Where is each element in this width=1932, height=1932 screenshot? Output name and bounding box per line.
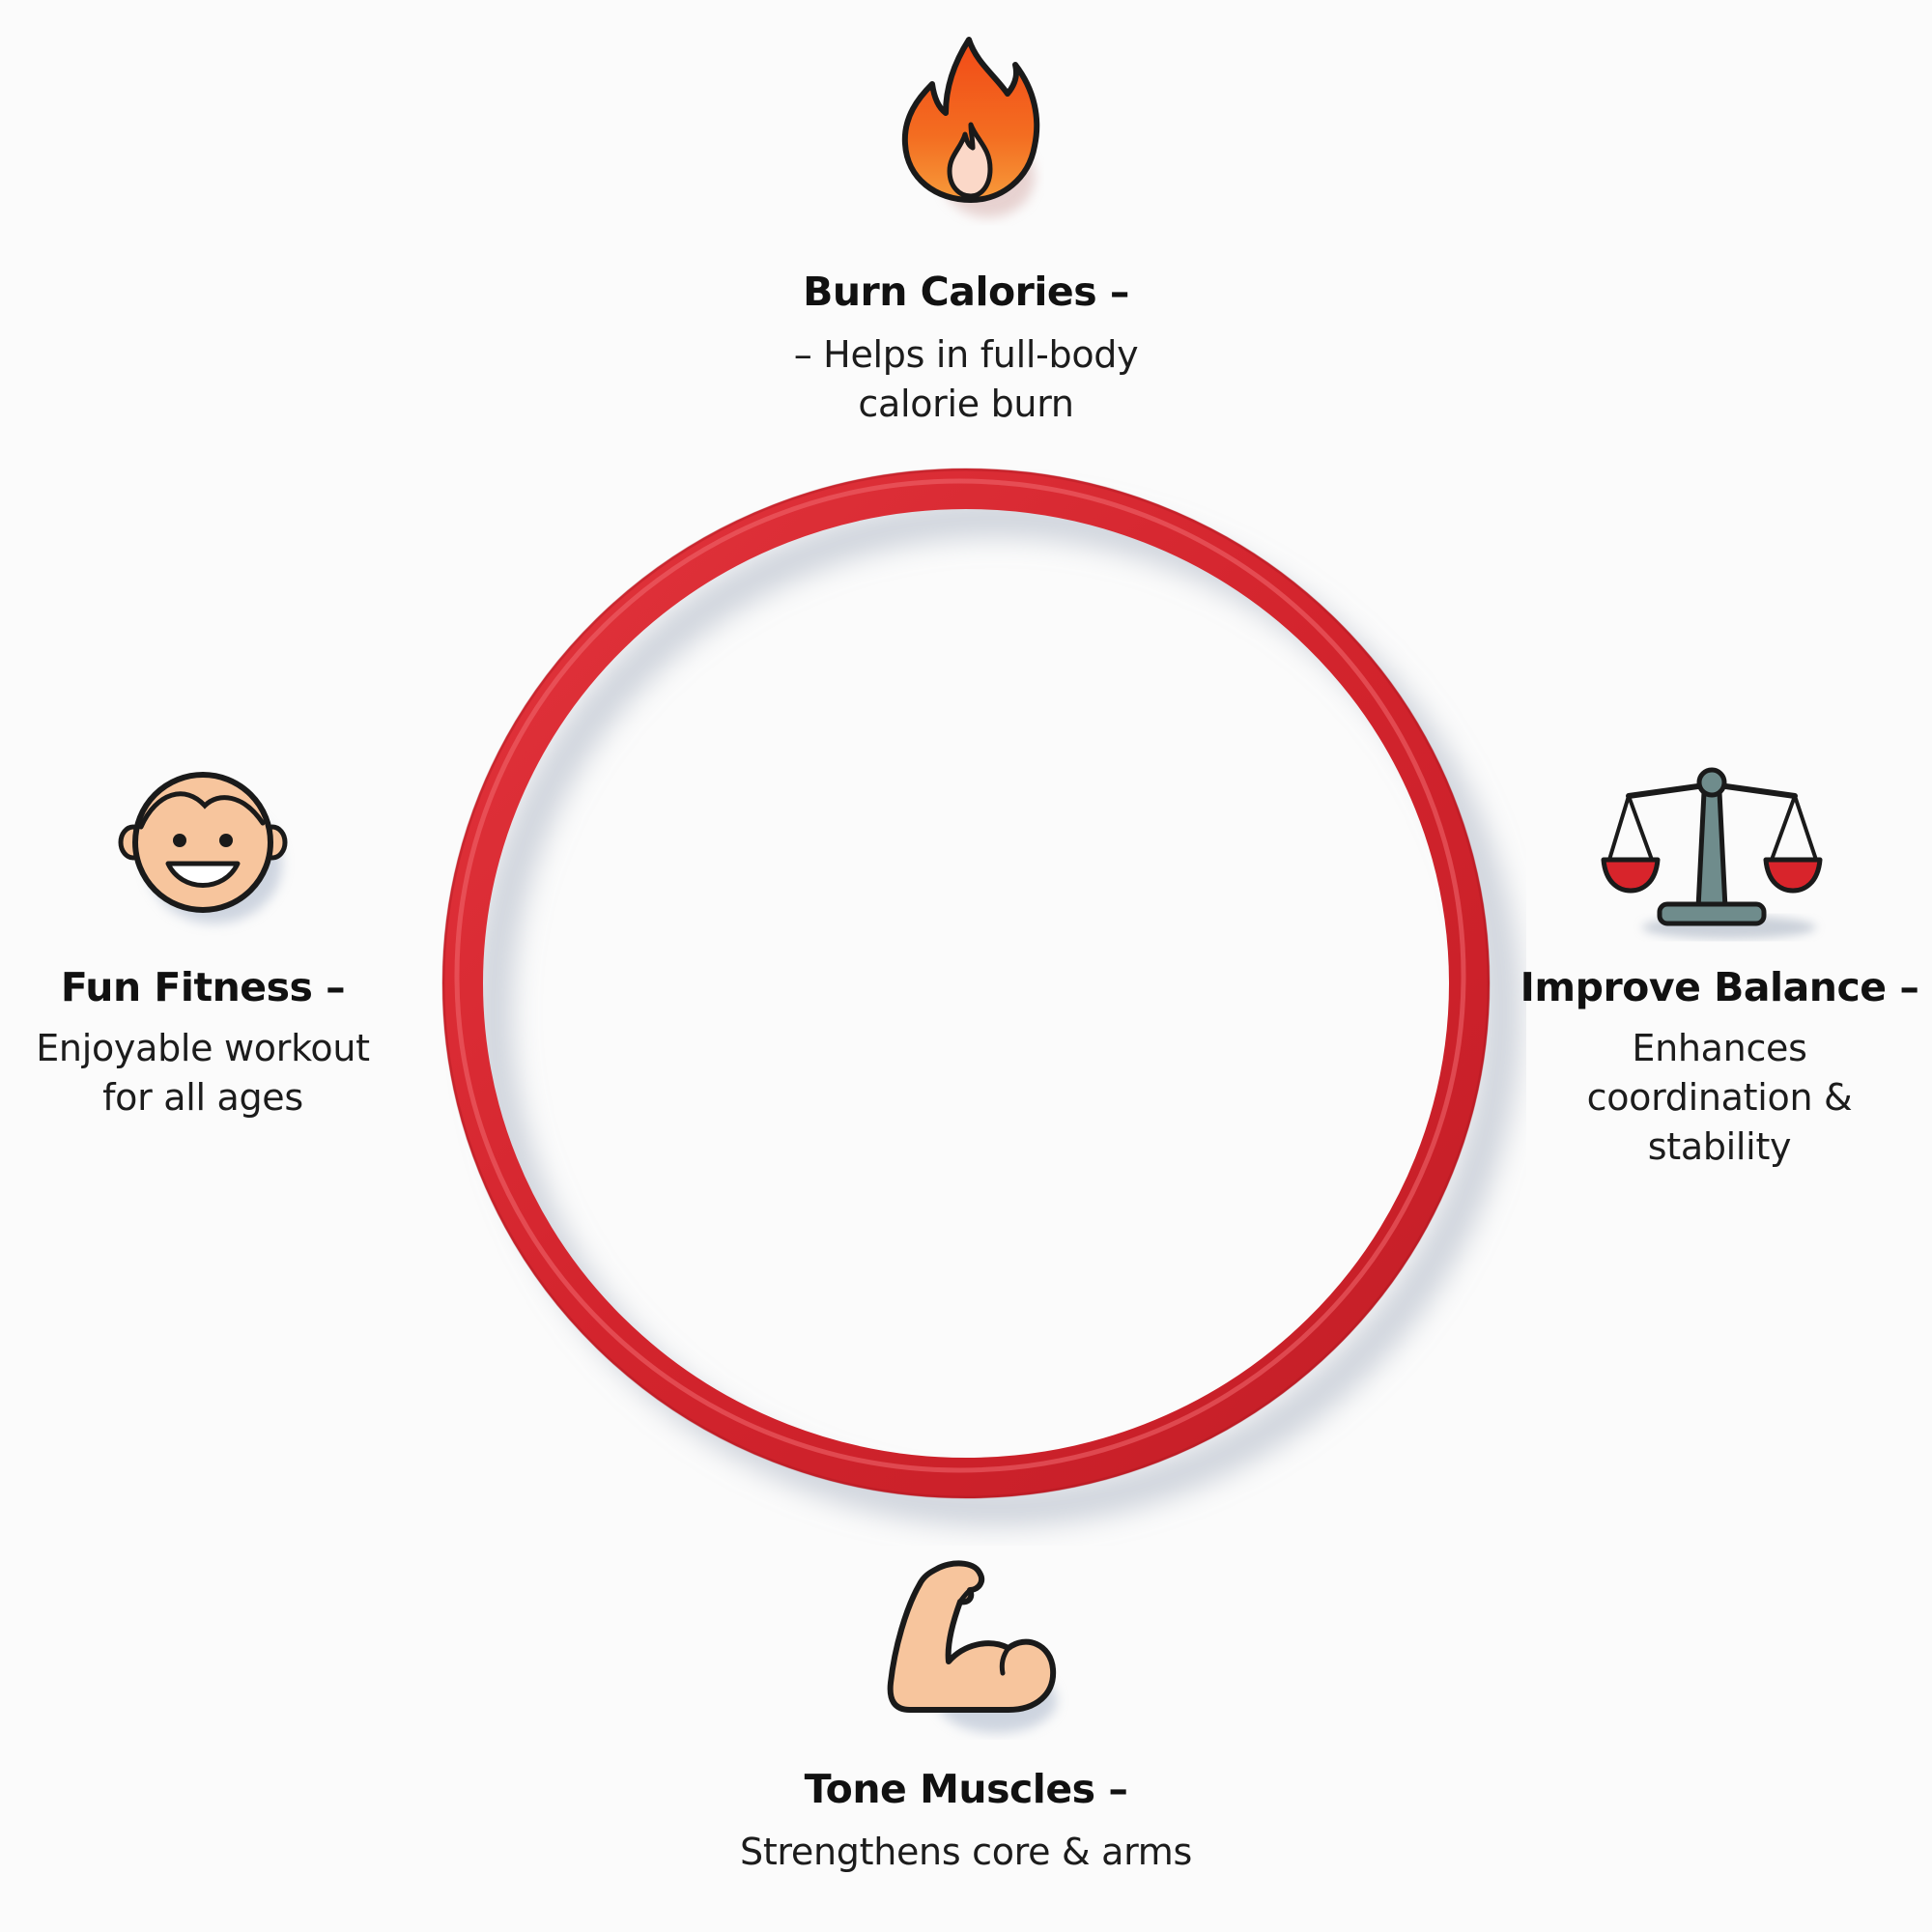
- flexed-arm-icon: [881, 1555, 1065, 1739]
- hula-hoop-ring: [425, 454, 1526, 1546]
- benefit-burn-calories: Burn Calories – – Helps in full-body cal…: [715, 29, 1217, 425]
- benefit-improve-balance: Improve Balance – Enhances coordination …: [1520, 753, 1919, 1198]
- smiley-face-icon: [118, 763, 292, 927]
- benefit-description: Enjoyable workout for all ages: [36, 1027, 370, 1119]
- benefit-title: Burn Calories –: [803, 269, 1129, 315]
- benefit-title: Fun Fitness –: [60, 964, 346, 1010]
- benefit-description: – Helps in full-body calorie burn: [793, 333, 1139, 425]
- benefit-title: Improve Balance –: [1520, 964, 1919, 1010]
- benefit-title: Tone Muscles –: [804, 1766, 1128, 1812]
- benefit-description: Enhances coordination & stability: [1586, 1027, 1853, 1168]
- balance-scale-icon: [1601, 763, 1823, 939]
- benefit-description: Strengthens core & arms: [740, 1831, 1192, 1873]
- benefit-fun-fitness: Fun Fitness – Enjoyable workout for all …: [10, 753, 396, 1140]
- flame-icon: [894, 34, 1048, 217]
- benefit-tone-muscles: Tone Muscles – Strengthens core & arms: [715, 1555, 1217, 1903]
